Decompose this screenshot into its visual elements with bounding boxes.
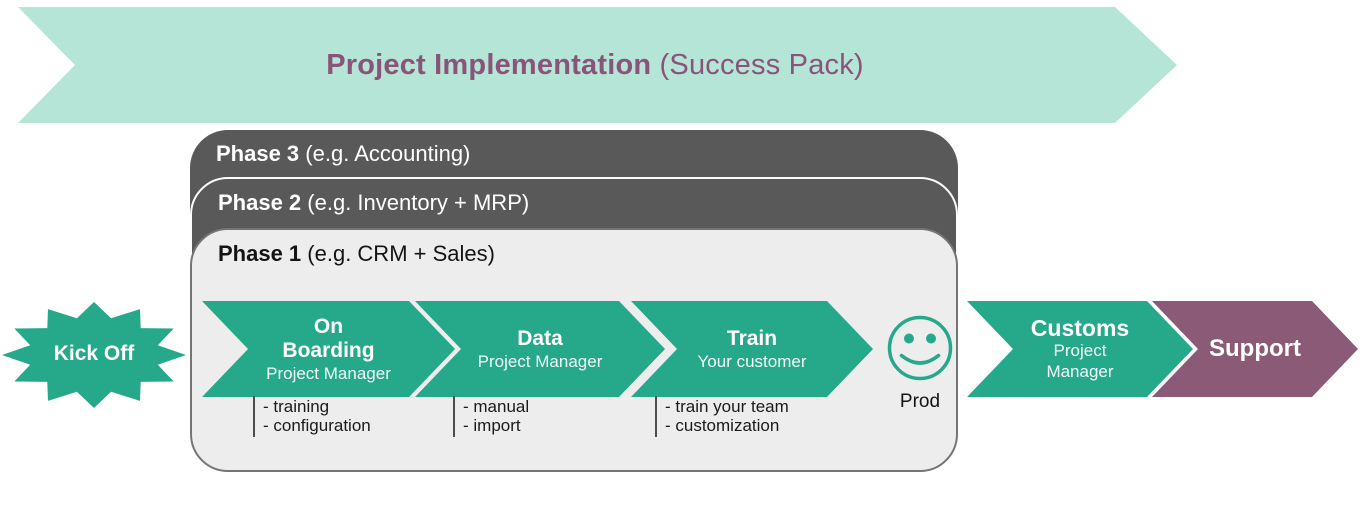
smiley-icon — [887, 315, 953, 381]
customs-subtitle-line1: Project — [1053, 341, 1107, 360]
kickoff-burst-icon — [2, 302, 186, 408]
data-subtitle: Project Manager — [477, 351, 603, 371]
banner-title-bold: Project Implementation — [326, 48, 652, 81]
train-task-list: - train your team - customization — [655, 396, 845, 437]
task-item: - customization — [665, 416, 780, 435]
banner-title-rest: (Success Pack) — [651, 48, 864, 81]
task-item: - training — [263, 397, 330, 416]
train-subtitle: Your customer — [697, 351, 807, 371]
onboarding-title-line2: Boarding — [282, 338, 375, 362]
onboarding-title-line1: On — [313, 314, 344, 338]
support-label: Support — [1209, 335, 1301, 362]
phase1-label: Phase 1 (e.g. CRM + Sales) — [218, 241, 495, 267]
kickoff-label: Kick Off — [53, 342, 135, 365]
banner-arrow-shape — [18, 7, 1177, 123]
onboarding-subtitle: Project Manager — [266, 363, 391, 383]
phase2-example: (e.g. Inventory + MRP) — [301, 190, 530, 215]
phase1-example: (e.g. CRM + Sales) — [301, 241, 495, 266]
phase2-label: Phase 2 (e.g. Inventory + MRP) — [218, 190, 529, 216]
data-task-list: - manual - import — [453, 396, 643, 437]
onboarding-task-list: - training - configuration — [253, 396, 443, 437]
phase3-example: (e.g. Accounting) — [299, 141, 471, 166]
banner-title: Project Implementation (Success Pack) — [75, 7, 1115, 123]
phase2-name: Phase 2 — [218, 190, 302, 215]
prod-label: Prod — [899, 391, 941, 412]
phase3-label: Phase 3 (e.g. Accounting) — [216, 141, 470, 167]
train-title: Train — [726, 326, 778, 350]
support-arrow: Support — [1152, 301, 1358, 397]
phase3-name: Phase 3 — [216, 141, 300, 166]
customs-title: Customs — [1030, 315, 1130, 341]
task-item: - manual — [463, 397, 530, 416]
customs-arrow: Customs Project Manager — [967, 301, 1193, 397]
customs-subtitle-line2: Manager — [1046, 362, 1114, 381]
task-item: - import — [463, 416, 521, 435]
task-item: - train your team — [665, 397, 789, 416]
phase1-name: Phase 1 — [218, 241, 302, 266]
task-item: - configuration — [263, 416, 371, 435]
data-title: Data — [517, 326, 563, 350]
